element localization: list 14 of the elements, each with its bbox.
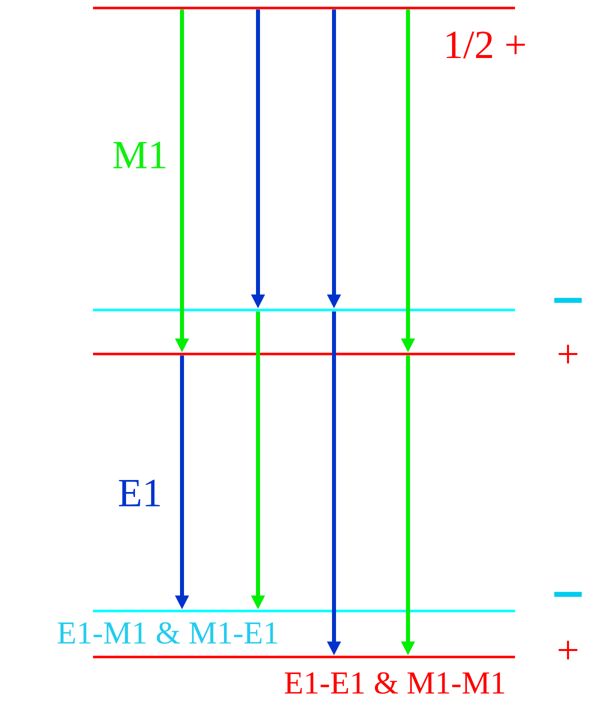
level-label: + <box>558 640 578 660</box>
level-label: + <box>558 344 578 364</box>
energy-level-line <box>93 308 515 312</box>
level-label: 1/2 + <box>446 32 525 58</box>
transition-label: M1 <box>113 142 166 168</box>
transition-label: E1-M1 & M1-E1 <box>58 622 278 644</box>
energy-level-line <box>93 610 515 612</box>
sign-label: − <box>554 592 582 597</box>
transition-label: E1-E1 & M1-M1 <box>284 672 504 694</box>
sign-label: − <box>554 298 582 303</box>
energy-level-line <box>93 6 515 10</box>
energy-level-line <box>93 352 515 356</box>
energy-level-line <box>93 656 515 658</box>
transition-label: E1 <box>118 480 160 506</box>
